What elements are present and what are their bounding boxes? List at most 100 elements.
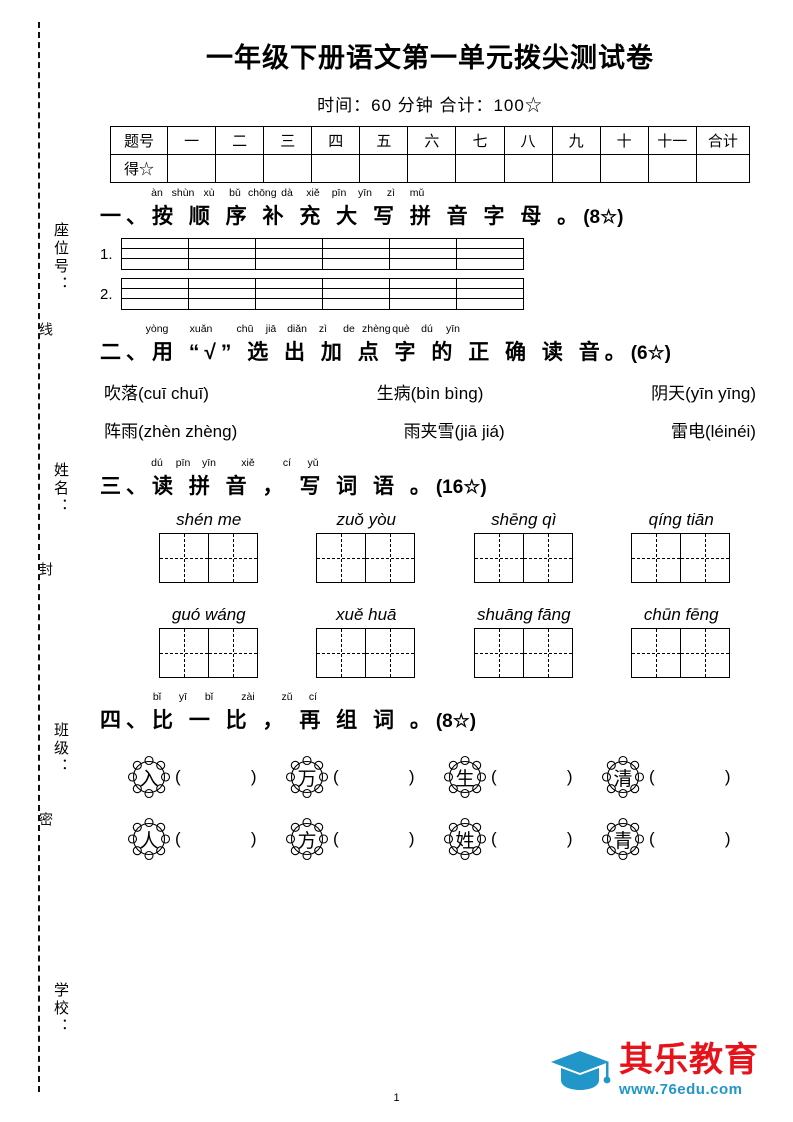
field-seat-number: 座位号：: [52, 222, 69, 294]
pinyin-box[interactable]: [188, 278, 256, 310]
choice-item[interactable]: 阴天(yīn yīng): [651, 384, 756, 403]
tianzige-cell[interactable]: [473, 628, 524, 678]
page-number: 1: [393, 1092, 400, 1104]
pinyin-fourline-group[interactable]: [121, 238, 524, 270]
fold-dashed-line: [38, 22, 40, 1092]
answer-parentheses[interactable]: ( ): [649, 829, 745, 848]
word-pinyin: shuāng fāng: [476, 605, 571, 624]
answer-parentheses[interactable]: ( ): [333, 829, 429, 848]
flower-frame-icon: 方: [284, 816, 330, 862]
tianzige-cell[interactable]: [473, 533, 524, 583]
score-blank[interactable]: [599, 154, 649, 183]
pinyin-fourline-group[interactable]: [121, 278, 524, 310]
flower-frame-icon: 入: [126, 754, 172, 800]
tianzige-group[interactable]: [288, 628, 446, 678]
score-col-total: 合计: [695, 126, 751, 155]
score-blank[interactable]: [551, 154, 601, 183]
tianzige-cell[interactable]: [316, 628, 367, 678]
answer-parentheses[interactable]: ( ): [175, 767, 271, 786]
tianzige-cell[interactable]: [522, 533, 573, 583]
choice-item[interactable]: 雨夹雪(jiā jiá): [403, 422, 505, 441]
pinyin-box[interactable]: [121, 278, 189, 310]
pinyin-box[interactable]: [322, 238, 390, 270]
compare-char-item: 青 ( ): [600, 816, 758, 862]
tianzige-cell[interactable]: [631, 533, 682, 583]
tianzige-cell[interactable]: [680, 533, 731, 583]
word-pinyin: shén me: [176, 510, 242, 529]
score-blank[interactable]: [263, 154, 313, 183]
tianzige-cell[interactable]: [365, 533, 416, 583]
score-blank[interactable]: [167, 154, 217, 183]
tianzige-cell[interactable]: [158, 628, 209, 678]
pinyin-box[interactable]: [322, 278, 390, 310]
watermark-brand: 其乐教育: [619, 1041, 759, 1079]
score-blank[interactable]: [407, 154, 457, 183]
score-col-1: 一: [167, 126, 217, 155]
pinyin-box[interactable]: [255, 238, 323, 270]
compare-char-item: 人 ( ): [126, 816, 284, 862]
field-class: 班级：: [52, 722, 69, 776]
tianzige-group[interactable]: [603, 533, 761, 583]
score-blank[interactable]: [647, 154, 697, 183]
answer-parentheses[interactable]: ( ): [491, 767, 587, 786]
score-col-11: 十一: [647, 126, 697, 155]
pinyin-box[interactable]: [456, 278, 524, 310]
compare-char: 生: [455, 768, 475, 790]
flower-frame-icon: 青: [600, 816, 646, 862]
answer-parentheses[interactable]: ( ): [649, 767, 745, 786]
choice-item[interactable]: 生病(bìn bìng): [376, 384, 484, 403]
score-col-5: 五: [359, 126, 409, 155]
score-table: 题号 一 二 三 四 五 六 七 八 九 十 十一 合计 得☆: [109, 126, 751, 183]
score-blank[interactable]: [455, 154, 505, 183]
score-blank[interactable]: [359, 154, 409, 183]
choice-item[interactable]: 雷电(léinéi): [670, 422, 756, 441]
flower-frame-icon: 清: [600, 754, 646, 800]
tianzige-cell[interactable]: [316, 533, 367, 583]
tianzige-cell[interactable]: [158, 533, 209, 583]
tianzige-cell[interactable]: [631, 628, 682, 678]
tianzige-group[interactable]: [445, 533, 603, 583]
choice-item[interactable]: 吹落(cuī chuī): [104, 384, 209, 403]
answer-parentheses[interactable]: ( ): [491, 829, 587, 848]
compare-char: 方: [297, 830, 317, 852]
score-blank[interactable]: [503, 154, 553, 183]
tianzige-cell[interactable]: [207, 533, 258, 583]
compare-char-item: 入 ( ): [126, 754, 284, 800]
tianzige-group[interactable]: [130, 628, 288, 678]
pinyin-box[interactable]: [121, 238, 189, 270]
pinyin-box[interactable]: [389, 278, 457, 310]
tianzige-group[interactable]: [130, 533, 288, 583]
answer-parentheses[interactable]: ( ): [333, 767, 429, 786]
tianzige-cell[interactable]: [207, 628, 258, 678]
tianzige-group[interactable]: [603, 628, 761, 678]
score-table-header-row: 题号 一 二 三 四 五 六 七 八 九 十 十一 合计: [109, 126, 751, 155]
tianzige-group[interactable]: [445, 628, 603, 678]
score-blank[interactable]: [215, 154, 265, 183]
pinyin-box[interactable]: [389, 238, 457, 270]
score-col-10: 十: [599, 126, 649, 155]
compare-char: 青: [613, 830, 633, 852]
page-title: 一年级下册语文第一单元拨尖测试卷: [206, 43, 654, 73]
tianzige-cell[interactable]: [365, 628, 416, 678]
tianzige-cell[interactable]: [680, 628, 731, 678]
word-grid-row: [130, 628, 760, 678]
pinyin-box[interactable]: [456, 238, 524, 270]
score-col-3: 三: [263, 126, 313, 155]
compare-char: 姓: [455, 830, 475, 852]
choice-item[interactable]: 阵雨(zhèn zhèng): [104, 422, 238, 441]
answer-parentheses[interactable]: ( ): [175, 829, 271, 848]
tianzige-group[interactable]: [288, 533, 446, 583]
seal-word-line: 线: [38, 322, 54, 336]
exam-meta: 时间：60 分钟 合计：100☆: [317, 96, 543, 115]
score-blank[interactable]: [311, 154, 361, 183]
pinyin-box[interactable]: [188, 238, 256, 270]
word-pinyin: xuě huā: [336, 605, 397, 624]
tianzige-cell[interactable]: [522, 628, 573, 678]
pinyin-box[interactable]: [255, 278, 323, 310]
section-2-row-2: 阵雨(zhèn zhèng) 雨夹雪(jiā jiá) 雷电(léinéi): [104, 417, 756, 442]
score-blank-total[interactable]: [695, 154, 751, 183]
